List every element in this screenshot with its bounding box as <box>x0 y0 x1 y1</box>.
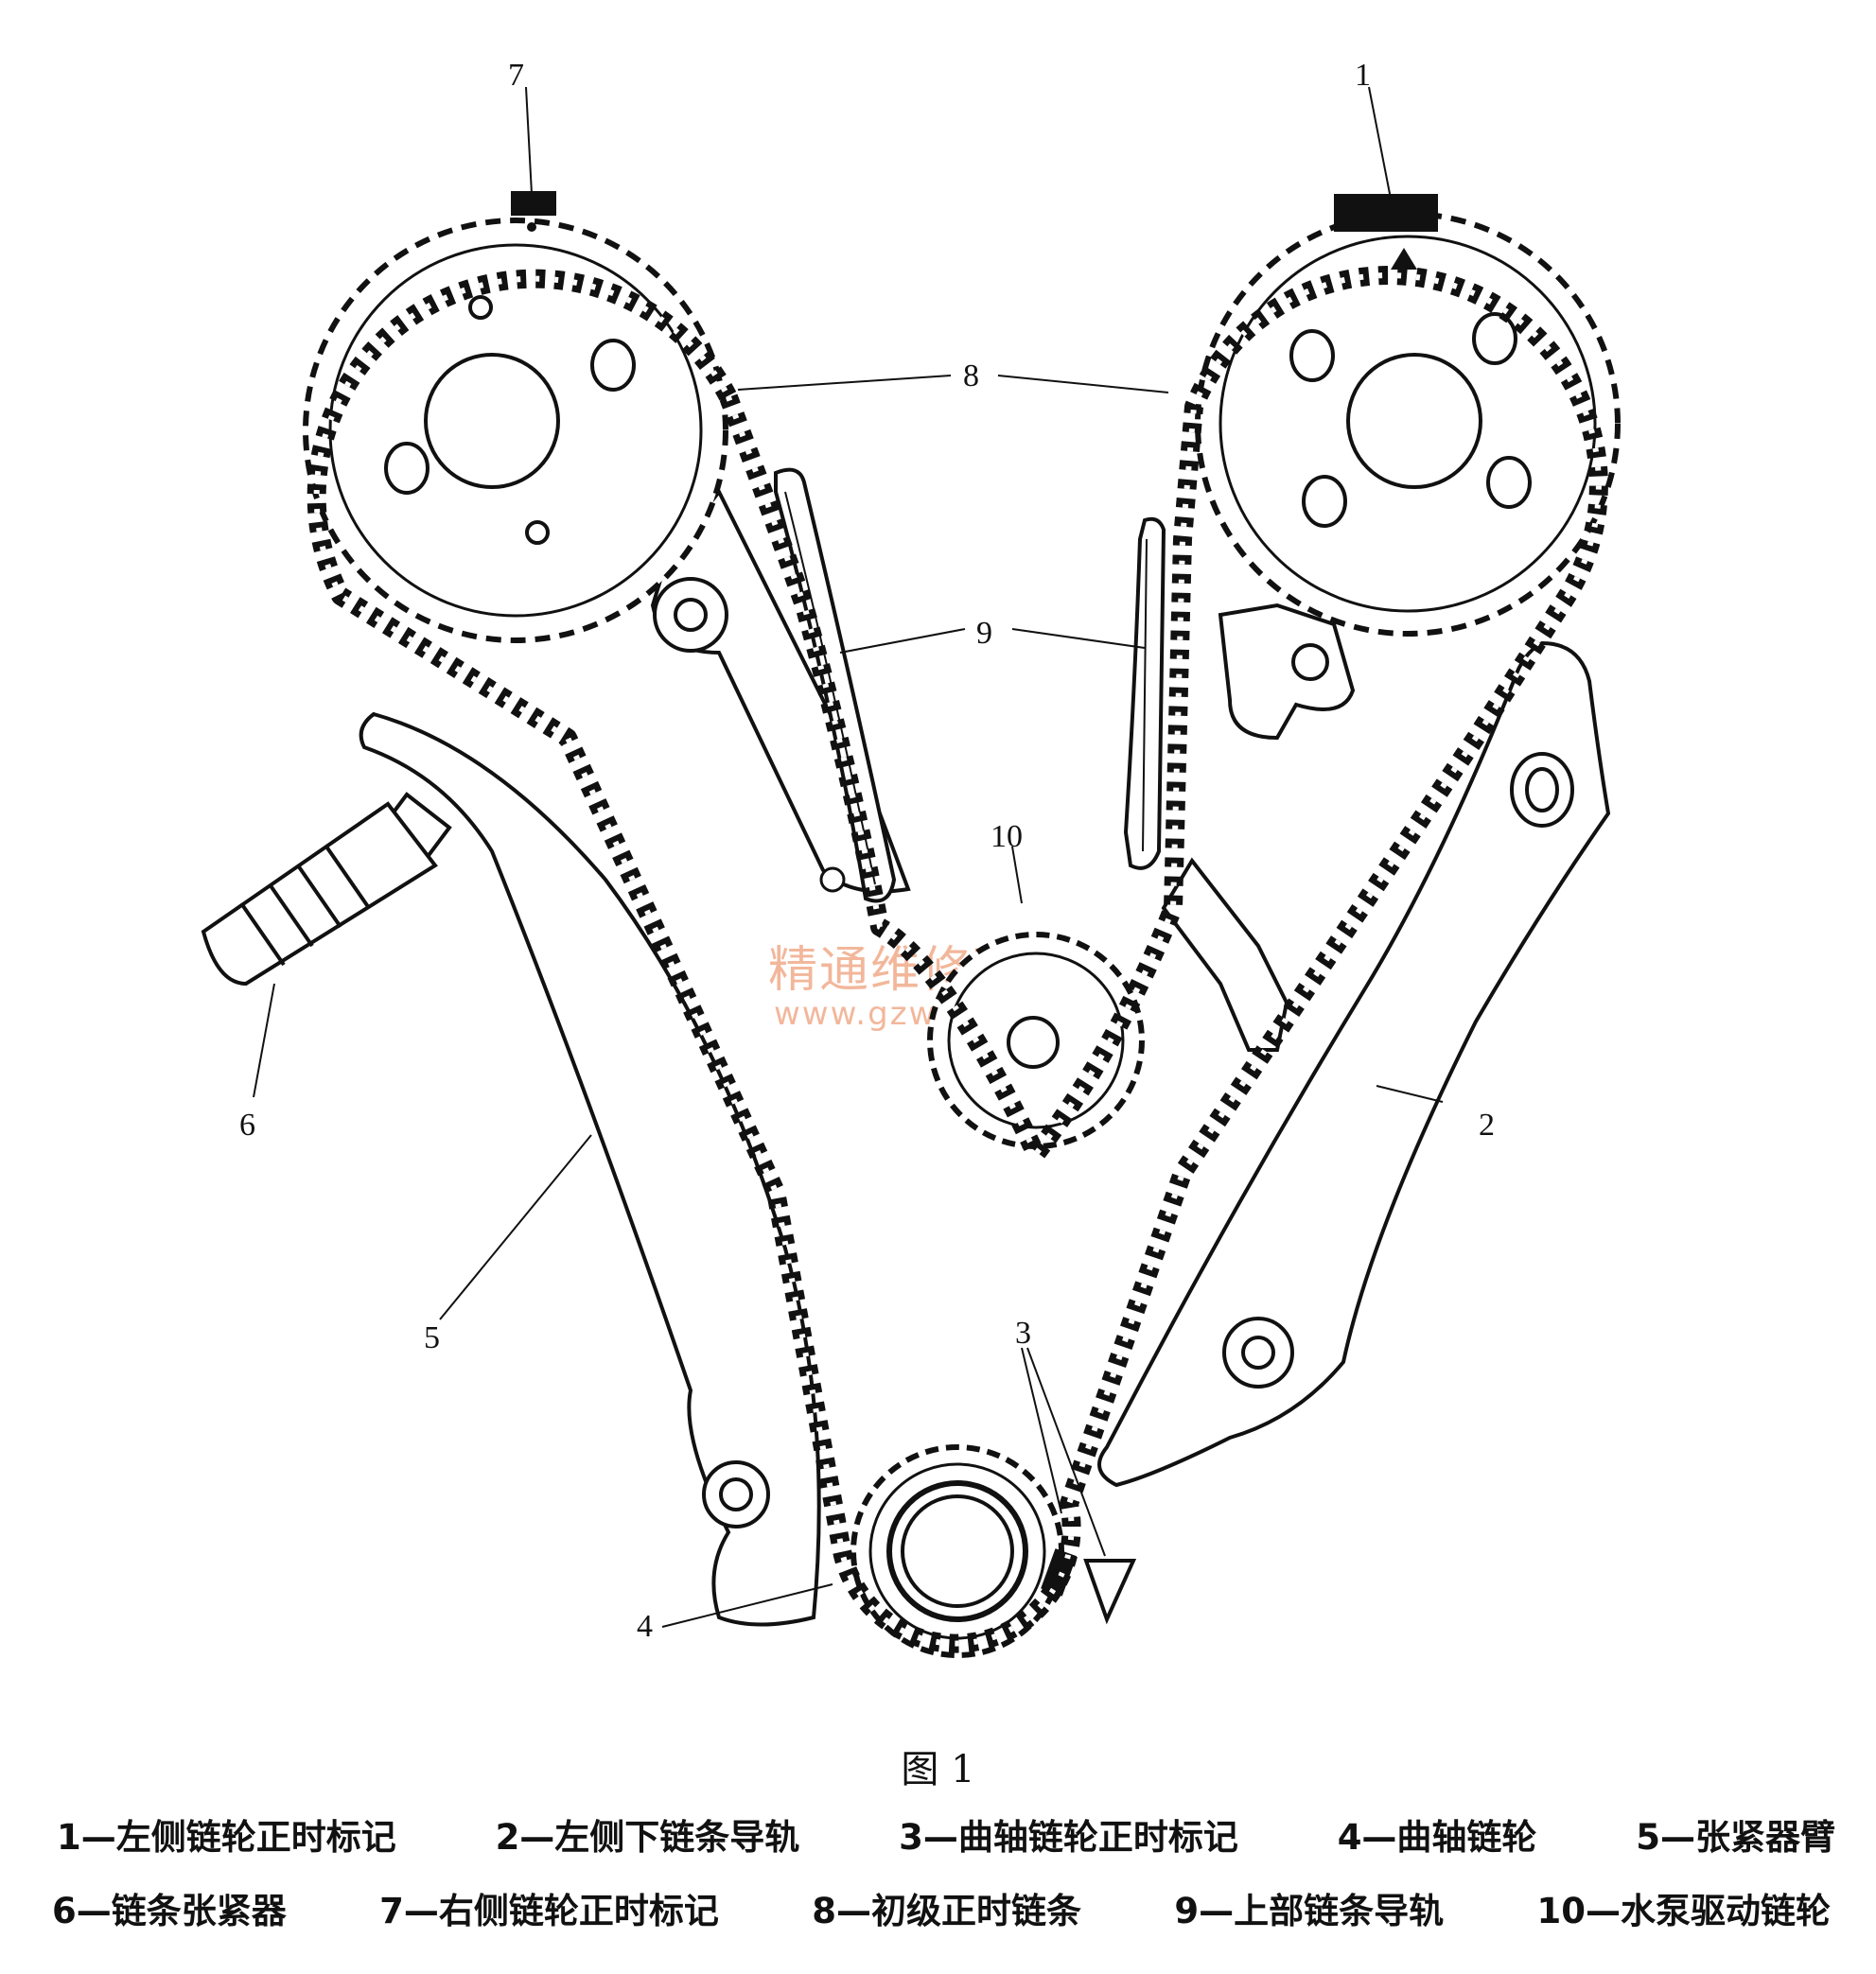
callout-7: 7 <box>508 58 524 93</box>
legend-item-3: 3—曲轴链轮正时标记 <box>899 1817 1238 1858</box>
timing-chain-diagram: 精通维修下载 www.gzweix.com <box>201 58 1621 1658</box>
legend-item-2: 2—左侧下链条导轨 <box>495 1817 800 1858</box>
legend-row-1: 1—左侧链轮正时标记 2—左侧下链条导轨 3—曲轴链轮正时标记 4—曲轴链轮 5… <box>57 1808 1835 1860</box>
legend-item-1: 1—左侧链轮正时标记 <box>57 1817 396 1858</box>
figure-title: 图 1 <box>901 1748 975 1791</box>
primary-timing-chain <box>307 266 1608 1653</box>
crankshaft-sprocket <box>850 1444 1137 1658</box>
left-cam-sprocket <box>1195 194 1621 637</box>
legend-item-6: 6—链条张紧器 <box>52 1891 287 1931</box>
callout-6: 6 <box>239 1108 255 1143</box>
right-sprocket-timing-mark <box>511 191 556 216</box>
legend-item-5: 5—张紧器臂 <box>1636 1817 1835 1858</box>
crank-timing-arrow <box>1083 1559 1137 1625</box>
callout-5: 5 <box>424 1320 440 1355</box>
legend-item-8: 8—初级正时链条 <box>812 1891 1081 1931</box>
legend-item-4: 4—曲轴链轮 <box>1337 1817 1537 1858</box>
legend-item-10: 10—水泵驱动链轮 <box>1536 1891 1832 1931</box>
callout-9: 9 <box>976 616 992 651</box>
callout-3: 3 <box>1015 1316 1031 1351</box>
callout-8: 8 <box>963 358 979 393</box>
legend-row-2: 6—链条张紧器 7—右侧链轮正时标记 8—初级正时链条 9—上部链条导轨 10—… <box>52 1882 1831 1933</box>
callout-4: 4 <box>637 1609 653 1644</box>
callout-10: 10 <box>991 819 1023 854</box>
legend-item-9: 9—上部链条导轨 <box>1174 1891 1445 1931</box>
left-sprocket-timing-arrow <box>1391 248 1417 270</box>
leader-lines <box>253 86 1444 1628</box>
chain-tensioner <box>201 792 452 987</box>
right-cam-sprocket <box>303 191 728 643</box>
legend-item-7: 7—右侧链轮正时标记 <box>379 1891 719 1931</box>
left-sprocket-timing-mark <box>1334 194 1438 232</box>
left-lower-chain-guide <box>1097 640 1611 1488</box>
callout-1: 1 <box>1355 58 1371 93</box>
callout-2: 2 <box>1479 1108 1495 1143</box>
